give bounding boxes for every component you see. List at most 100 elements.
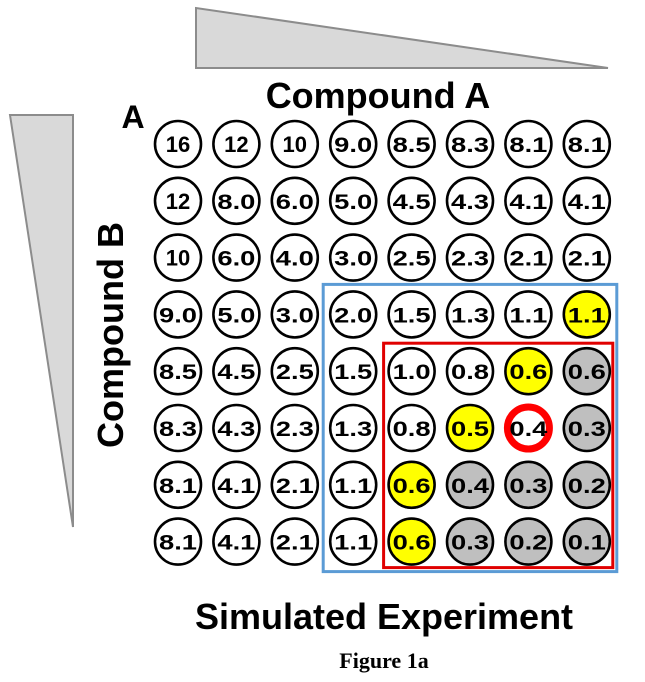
well-circle: [328, 233, 378, 282]
well: 0.3: [445, 517, 495, 566]
well: 0.2: [562, 460, 612, 510]
well-value: 9.0: [159, 304, 197, 327]
well-value: 0.3: [509, 475, 547, 498]
well-circle: [562, 517, 612, 566]
well-value: 1.3: [334, 418, 372, 441]
well-circle: [270, 403, 320, 453]
well: 0.1: [562, 517, 612, 566]
well: 0.2: [504, 517, 553, 566]
well-value: 1.3: [451, 304, 489, 327]
well-value: 1.1: [334, 532, 372, 555]
well: 0.6: [387, 517, 436, 566]
well: 0.3: [562, 403, 612, 453]
well-circle: [504, 346, 553, 396]
well-circle: [212, 119, 261, 169]
well-circle: [270, 517, 320, 566]
well-circle: [153, 119, 203, 169]
well-value: 2.5: [393, 248, 431, 271]
blue-highlight-box: [321, 282, 619, 574]
well-circle: [212, 176, 261, 226]
well-circle: [445, 517, 495, 566]
well-circle: [270, 119, 320, 169]
well-circle: [504, 290, 553, 339]
well: 8.1: [562, 119, 612, 169]
well-circle: [270, 176, 320, 226]
well: 0.8: [445, 346, 495, 396]
well-circle: [270, 346, 320, 396]
well: 0.3: [504, 460, 553, 510]
well: 1.3: [328, 403, 378, 453]
well-circle: [387, 119, 436, 169]
well-circle: [270, 290, 320, 339]
well: 16: [153, 119, 203, 169]
well-value: 0.6: [393, 475, 431, 498]
well-value: 2.1: [568, 248, 606, 271]
well-value: 4.5: [393, 191, 431, 214]
well-circle: [212, 290, 261, 339]
well: 6.0: [212, 233, 261, 282]
well: 10: [153, 233, 203, 282]
well: 4.1: [212, 460, 261, 510]
well-circle: [328, 517, 378, 566]
well-circle: [212, 403, 261, 453]
well: 3.0: [328, 233, 378, 282]
well: 8.5: [153, 346, 203, 396]
well-value: 8.5: [393, 134, 431, 157]
well-circle: [328, 176, 378, 226]
well-value: 0.4: [451, 475, 489, 498]
well-value: 8.1: [509, 134, 547, 157]
well-value: 2.3: [451, 248, 489, 271]
well-value: 0.8: [393, 418, 431, 441]
well-value: 12: [166, 189, 190, 214]
well: 2.1: [504, 233, 553, 282]
well: 8.1: [153, 460, 203, 510]
well: 0.6: [387, 460, 436, 510]
well-value: 2.5: [276, 361, 314, 384]
well: 1.5: [387, 290, 436, 339]
well-value: 0.6: [568, 361, 606, 384]
compound-b-label: Compound B: [90, 222, 131, 448]
well-circle: [387, 346, 436, 396]
well: 8.3: [153, 403, 203, 453]
well: 2.1: [562, 233, 612, 282]
well-value: 8.1: [159, 532, 197, 555]
well-value: 4.1: [217, 475, 255, 498]
well-circle: [212, 233, 261, 282]
well-value: 2.3: [276, 418, 314, 441]
well-value: 9.0: [334, 134, 372, 157]
panel-label: A: [121, 99, 144, 135]
well: 2.3: [270, 403, 320, 453]
well-circle: [562, 119, 612, 169]
well: 1.1: [562, 290, 612, 339]
well: 4.3: [445, 176, 495, 226]
well-value: 4.1: [217, 532, 255, 555]
well-value: 4.1: [568, 191, 606, 214]
well-value: 2.0: [334, 304, 372, 327]
well-value: 4.3: [451, 191, 489, 214]
well: 8.1: [153, 517, 203, 566]
well: 0.4: [445, 460, 495, 510]
well: 8.0: [212, 176, 261, 226]
well: 12: [153, 176, 203, 226]
well-circle: [387, 176, 436, 226]
well-circle: [212, 346, 261, 396]
well: 6.0: [270, 176, 320, 226]
well: 1.1: [504, 290, 553, 339]
well-circle: [387, 403, 436, 453]
well: 4.0: [270, 233, 320, 282]
well-circle: [503, 403, 553, 453]
well: 4.1: [504, 176, 553, 226]
well-circle: [445, 233, 495, 282]
well-circle: [562, 290, 612, 339]
well-value: 8.3: [159, 418, 197, 441]
compound-a-gradient-wedge: [195, 6, 609, 69]
well-circle: [504, 460, 553, 510]
well: 4.5: [212, 346, 261, 396]
well: 5.0: [328, 176, 378, 226]
well-circle: [562, 403, 612, 453]
well-circle: [445, 460, 495, 510]
well-value: 6.0: [276, 191, 314, 214]
well-circle: [562, 460, 612, 510]
well-value: 1.5: [393, 304, 431, 327]
